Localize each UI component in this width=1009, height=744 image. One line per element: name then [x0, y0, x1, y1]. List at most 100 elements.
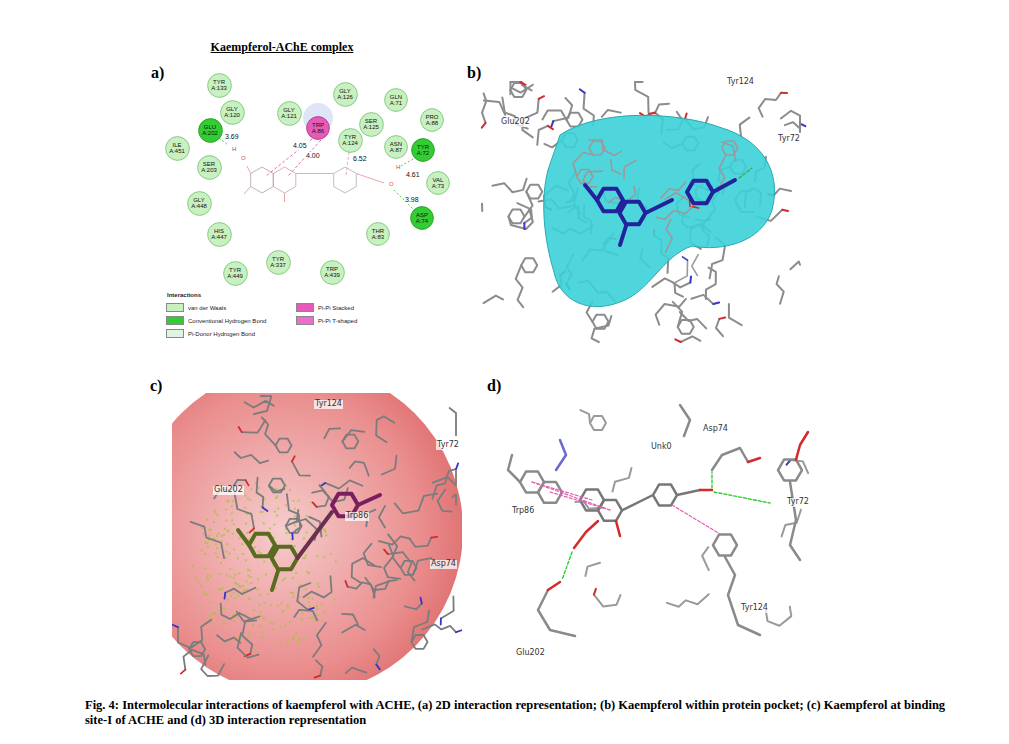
- surface-mesh: [285, 504, 287, 506]
- oxygen-stick: [482, 123, 486, 128]
- residue-stick: [237, 633, 258, 658]
- surface-mesh: [232, 533, 234, 535]
- residue-stick: [225, 588, 255, 594]
- residue-oxygen: [548, 582, 560, 590]
- pi-dash: [288, 140, 321, 176]
- legend-swatch: [296, 316, 314, 325]
- residue-label: Tyr72: [436, 441, 460, 450]
- surface-mesh: [316, 614, 318, 616]
- surface-mesh: [233, 523, 235, 525]
- residue-stick: [594, 595, 621, 607]
- surface-mesh: [287, 607, 289, 609]
- legend-swatch: [166, 329, 184, 338]
- residue-stick: [681, 336, 701, 342]
- surface-mesh: [260, 611, 262, 613]
- residue-label: Glu202: [213, 486, 244, 495]
- residue-stick: [725, 557, 760, 635]
- oxygen-stick: [181, 670, 186, 674]
- residue-name: ASN A:87: [390, 141, 402, 154]
- nitrogen-stick: [291, 533, 293, 539]
- surface-mesh: [227, 501, 229, 503]
- oxygen-stick: [384, 550, 388, 555]
- residue-stick: [665, 219, 672, 252]
- surface-mesh: [207, 593, 209, 595]
- residue-stick: [382, 456, 397, 475]
- surface-mesh: [294, 525, 296, 527]
- surface-mesh: [244, 507, 246, 509]
- oxygen-stick: [781, 92, 787, 94]
- surface-mesh: [210, 602, 212, 604]
- surface-mesh: [246, 589, 248, 591]
- residue-stick: [217, 635, 240, 642]
- surface-mesh: [254, 648, 256, 650]
- surface-mesh: [308, 601, 310, 603]
- residue-circle: TYR A:72: [411, 138, 435, 162]
- surface-mesh: [277, 508, 279, 510]
- surface-mesh: [290, 592, 292, 594]
- interaction-2d: [219, 103, 413, 209]
- nitrogen-stick: [172, 625, 178, 627]
- surface-mesh: [248, 635, 250, 637]
- residue-disc: [333, 82, 357, 106]
- residue-stick: [364, 544, 382, 567]
- residue-name: TYR A:449: [227, 267, 243, 280]
- surface-mesh: [215, 543, 217, 545]
- residue-name: TYR A:337: [270, 256, 286, 269]
- surface-mesh: [220, 562, 222, 564]
- residue-stick: [242, 420, 266, 432]
- residue-stick: [350, 461, 369, 475]
- nitrogen-stick: [308, 608, 314, 610]
- surface-mesh: [224, 528, 226, 530]
- hbond-dash: [739, 168, 752, 178]
- surface-mesh: [263, 522, 265, 524]
- residue-name: GLY A:126: [337, 88, 353, 101]
- residue-stick: [347, 582, 374, 597]
- surface-mesh: [286, 604, 288, 606]
- legend-row: Conventional Hydrogen Bond: [166, 316, 266, 325]
- surface-mesh: [305, 554, 307, 556]
- residue-name: TYR A:133: [211, 79, 227, 92]
- residue-circle: ILE A:451: [165, 136, 190, 161]
- surface-mesh: [299, 639, 301, 641]
- residue-label: Tyr124: [314, 400, 343, 409]
- surface-mesh: [294, 508, 296, 510]
- surface-mesh: [315, 605, 317, 607]
- surface-mesh: [308, 597, 310, 599]
- surface-mesh: [233, 592, 235, 594]
- residue-stick: [452, 494, 456, 504]
- residue-stick: [254, 396, 272, 414]
- residue-circle: SER A:125: [359, 112, 384, 137]
- residue-name: TRP A:439: [324, 266, 340, 279]
- surface-mesh: [214, 510, 216, 512]
- residue-stick: [484, 101, 505, 115]
- aromatic-ring: [189, 642, 205, 656]
- surface-mesh: [247, 497, 249, 499]
- residue-label: Glu202: [515, 649, 546, 658]
- surface-mesh: [249, 570, 251, 572]
- surface-mesh: [263, 561, 265, 563]
- surface-mesh: [223, 622, 225, 624]
- legend-text: Pi-Pi T-shaped: [318, 318, 357, 324]
- ligand-hydroxyl: [574, 521, 598, 548]
- surface-mesh: [321, 603, 323, 605]
- figure-title: Kaempferol-AChE complex: [211, 40, 354, 55]
- surface-mesh: [219, 588, 221, 590]
- residue-stick: [611, 160, 621, 174]
- ligand-ring: [687, 181, 713, 204]
- surface-mesh: [233, 548, 235, 550]
- surface-mesh: [247, 575, 249, 577]
- surface-mesh: [215, 612, 217, 614]
- surface-mesh: [225, 551, 227, 553]
- residue-name: HIS A:447: [211, 228, 227, 241]
- residue-label: Asp74: [430, 560, 457, 569]
- residue-stick: [692, 255, 698, 276]
- residue-stick: [235, 494, 254, 529]
- surface-mesh: [241, 543, 243, 545]
- oxygen-stick: [693, 207, 699, 208]
- surface-mesh: [206, 577, 208, 579]
- residue-disc: [385, 136, 408, 159]
- surface-mesh: [217, 532, 219, 534]
- residue-disc: [411, 207, 434, 230]
- surface-mesh: [236, 616, 238, 618]
- surface-mesh: [261, 511, 263, 513]
